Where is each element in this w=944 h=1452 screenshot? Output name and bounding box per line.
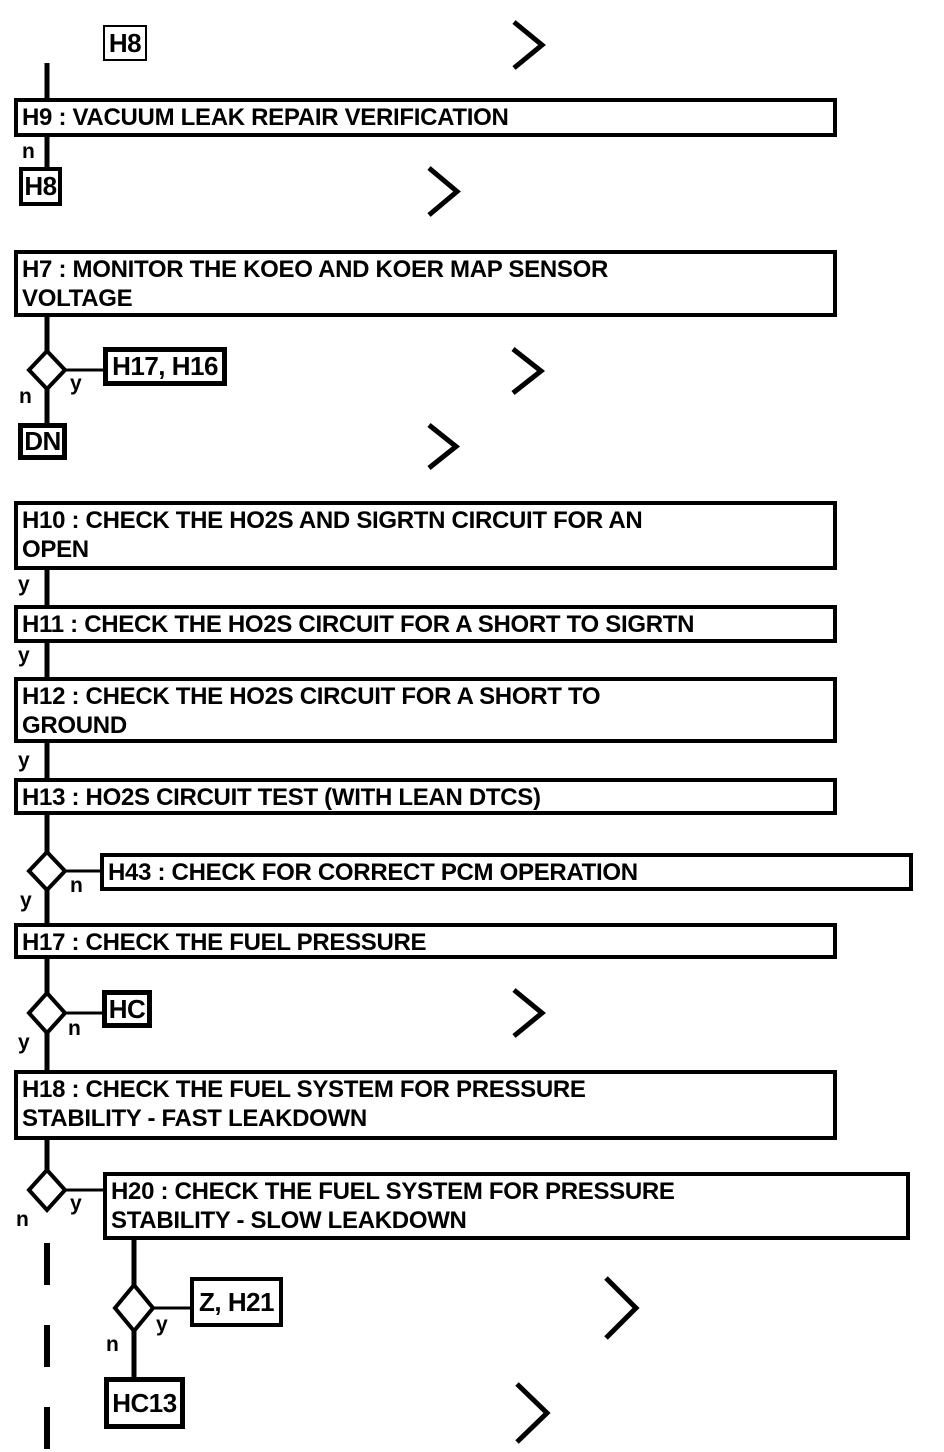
flow-step-h13: H13 : HO2S CIRCUIT TEST (WITH LEAN DTCS) (14, 778, 837, 815)
flow-step-h9: H9 : VACUUM LEAK REPAIR VERIFICATION (14, 98, 837, 137)
branch-label-y: y (18, 1031, 30, 1054)
page-continuation-chevron-icon (427, 166, 461, 217)
branch-label-y: y (18, 644, 30, 667)
branch-label-n: n (70, 874, 83, 897)
flow-step-h7: H7 : MONITOR THE KOEO AND KOER MAP SENSO… (14, 250, 837, 317)
branch-label-y: y (70, 1192, 82, 1215)
page-continuation-chevron-icon (427, 423, 461, 470)
flow-step-h18: H18 : CHECK THE FUEL SYSTEM FOR PRESSURE… (14, 1070, 837, 1140)
flow-step-h11: H11 : CHECK THE HO2S CIRCUIT FOR A SHORT… (14, 605, 837, 643)
decision-diamond-d-h18 (26, 1167, 68, 1213)
branch-label-y: y (18, 749, 30, 772)
decision-diamond-d-h7 (26, 348, 68, 392)
branch-label-y: y (18, 573, 30, 596)
connector-hc13: HC13 (104, 1377, 185, 1429)
connector-dn: DN (18, 423, 67, 460)
branch-label-n: n (22, 140, 35, 163)
flow-step-h17: H17 : CHECK THE FUEL PRESSURE (14, 923, 837, 959)
page-continuation-chevron-icon (511, 347, 546, 395)
page-continuation-chevron-icon (512, 20, 546, 70)
connector-h8-side: H8 (19, 167, 62, 206)
connector-h17-h16: H17, H16 (103, 347, 227, 386)
flow-step-h20: H20 : CHECK THE FUEL SYSTEM FOR PRESSURE… (103, 1172, 910, 1240)
page-continuation-chevron-icon (515, 1382, 551, 1444)
flow-step-h10: H10 : CHECK THE HO2S AND SIGRTN CIRCUIT … (14, 501, 837, 570)
branch-label-n: n (19, 385, 32, 408)
decision-diamond-d-h13 (26, 849, 68, 893)
branch-label-y: y (20, 889, 32, 912)
decision-diamond-d-h17 (26, 990, 68, 1036)
decision-diamond-d-h20 (112, 1281, 156, 1335)
branch-label-n: n (68, 1017, 81, 1040)
connector-h8-top: H8 (103, 25, 147, 61)
flow-step-h12: H12 : CHECK THE HO2S CIRCUIT FOR A SHORT… (14, 677, 837, 743)
flow-step-h43: H43 : CHECK FOR CORRECT PCM OPERATION (100, 853, 913, 891)
branch-label-y: y (70, 372, 82, 395)
branch-label-n: n (106, 1333, 119, 1356)
page-continuation-chevron-icon (604, 1276, 640, 1340)
connector-hc: HC (102, 990, 152, 1028)
branch-label-y: y (156, 1313, 168, 1336)
page-continuation-chevron-icon (512, 988, 546, 1038)
branch-label-n: n (16, 1208, 29, 1231)
connector-z-h21: Z, H21 (190, 1277, 283, 1327)
